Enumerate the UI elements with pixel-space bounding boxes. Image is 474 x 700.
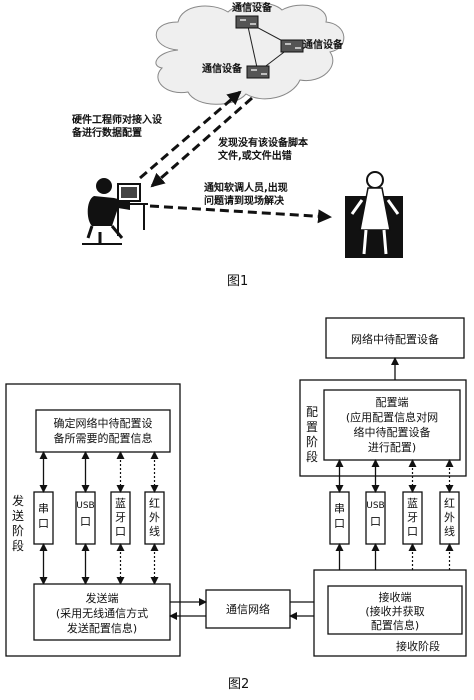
engineer-at-computer-icon	[82, 178, 148, 245]
device-label: 通信设备	[303, 38, 344, 51]
sender-stage-label: 阶	[12, 524, 24, 538]
note-error: 发现没有该设备脚本	[217, 136, 309, 149]
device-icon	[246, 65, 270, 79]
config-desc: 络中待配置设备	[354, 425, 431, 439]
iface-label: 红	[149, 497, 160, 510]
iface-label: 串	[334, 502, 345, 515]
iface-label: USB	[366, 501, 384, 511]
sender-stage-label: 段	[12, 538, 24, 553]
network-label: 通信网络	[226, 602, 270, 616]
config-info-box	[35, 409, 171, 453]
arrow-to-software-staff	[149, 204, 332, 224]
sender-stage-label: 送	[12, 508, 24, 523]
iface-label: 外	[149, 511, 160, 524]
note-engineer: 硬件工程师对接入设	[72, 113, 162, 126]
network-box	[205, 589, 291, 629]
iface-label: 蓝	[407, 497, 418, 510]
iface-label: 线	[444, 524, 455, 538]
figure-1-caption: 图1	[227, 274, 248, 289]
device-icon	[280, 39, 304, 53]
config-info-text: 确定网络中待配置设	[54, 416, 153, 430]
note-error: 文件,或文件出错	[218, 149, 292, 162]
iface-label: 外	[444, 511, 455, 524]
sender-box	[33, 583, 171, 641]
config-stage-label: 配	[306, 405, 318, 419]
sender-title: 发送端	[86, 591, 119, 605]
receiver-box	[327, 585, 463, 635]
device-icon	[235, 15, 259, 29]
sender-desc: 发送配置信息)	[67, 621, 137, 635]
iface-label: 红	[444, 497, 455, 510]
figure-1: 通信设备 通信设备 通信设备 硬件工程师对接入设 备进行数据配置 发现没有该设备…	[71, 1, 403, 289]
config-stage-label: 置	[306, 420, 318, 434]
receiver-desc: (接收并获取	[365, 604, 424, 618]
note-notify: 通知软调人员,出现	[204, 181, 288, 194]
iface-label: 口	[38, 517, 49, 530]
iface-label: 蓝	[115, 497, 126, 510]
iface-label: 牙	[115, 511, 126, 524]
iface-label: 口	[370, 515, 381, 528]
arrow-from-network	[150, 96, 253, 188]
config-desc: 进行配置)	[368, 441, 416, 454]
receiver-desc: 配置信息)	[371, 618, 419, 632]
note-engineer: 备进行数据配置	[71, 126, 142, 139]
arrow-to-network	[139, 90, 242, 180]
iface-label: 口	[80, 515, 91, 528]
iface-label: 口	[407, 525, 418, 538]
network-cloud	[155, 2, 345, 105]
iface-label: USB	[76, 501, 94, 511]
figure-2-caption: 图2	[228, 677, 249, 692]
iface-label: 口	[334, 517, 345, 530]
config-stage-label: 段	[306, 449, 318, 464]
config-desc: (应用配置信息对网	[346, 410, 438, 424]
target-device-label: 网络中待配置设备	[351, 332, 439, 346]
figure-2: 发 送 阶 段 确定网络中待配置设 备所需要的配置信息 串 口 USB 口 蓝 …	[5, 317, 467, 692]
software-staff-icon	[345, 171, 403, 258]
iface-label: 串	[38, 502, 49, 515]
iface-label: 牙	[407, 511, 418, 524]
config-end-box	[323, 389, 461, 461]
device-label: 通信设备	[232, 1, 273, 14]
receiver-stage-label: 接收阶段	[396, 639, 440, 653]
config-stage-label: 阶	[306, 435, 318, 449]
config-title: 配置端	[376, 396, 409, 409]
device-label: 通信设备	[202, 62, 243, 75]
config-info-text: 备所需要的配置信息	[54, 431, 153, 445]
iface-label: 线	[149, 524, 160, 538]
sender-stage-label: 发	[12, 493, 24, 508]
iface-label: 口	[115, 525, 126, 538]
sender-desc: (采用无线通信方式	[56, 606, 148, 620]
receiver-title: 接收端	[379, 590, 412, 604]
note-notify: 问题请到现场解决	[204, 194, 285, 207]
